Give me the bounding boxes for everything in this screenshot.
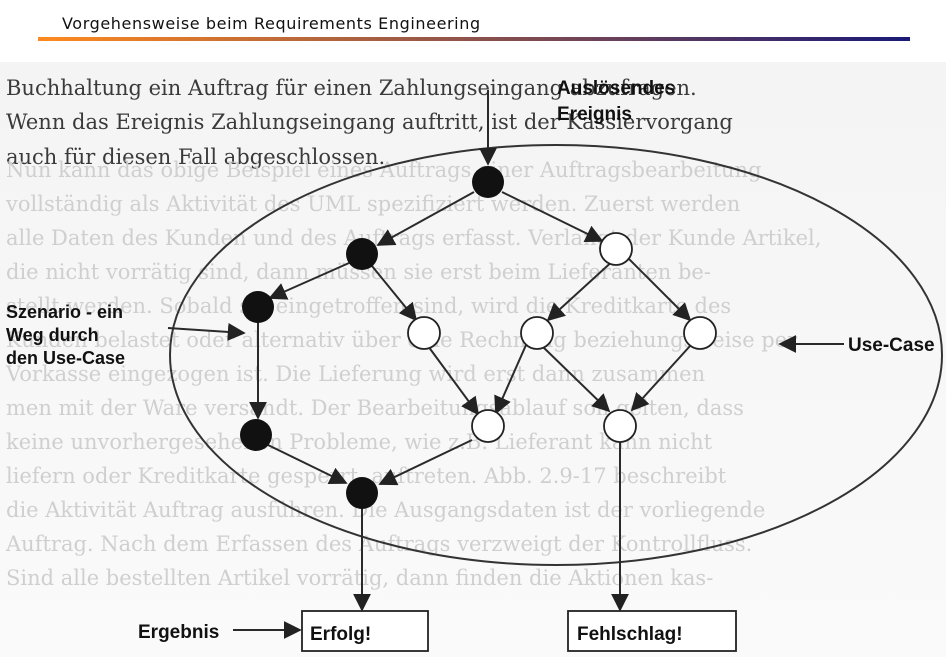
- background-text-line: Buchhaltung ein Auftrag für einen Zahlun…: [6, 76, 697, 100]
- header-gradient-bar: [38, 37, 910, 41]
- flow-arrow: [267, 444, 348, 484]
- scenario-step-node: [240, 419, 272, 451]
- alternative-step-node: [599, 232, 633, 266]
- faded-text-line: vollständig als Aktivität des UML spezif…: [6, 192, 741, 216]
- flow-arrow: [546, 257, 617, 322]
- faded-text-line: alle Daten des Kunden und des Auftrags e…: [6, 226, 822, 250]
- faded-text-line: Vorkasse eingezogen ist. Die Lieferung w…: [6, 362, 706, 386]
- scenario-label: Szenario - ein: [6, 302, 123, 322]
- result-label: Ergebnis: [138, 622, 219, 643]
- page-title: Vorgehensweise beim Requirements Enginee…: [62, 14, 481, 33]
- background-text-line: Wenn das Ereignis Zahlungseingang auftri…: [6, 110, 733, 134]
- scenario-label: Weg durch: [6, 325, 99, 345]
- flow-arrow: [376, 191, 475, 246]
- alternative-step-node: [407, 316, 441, 350]
- flow-arrow: [378, 439, 473, 486]
- success-label: Erfolg!: [310, 624, 371, 645]
- flow-arrow: [427, 345, 480, 416]
- faded-text-line: stellt werden. Sobald sie eingetroffen s…: [6, 294, 732, 318]
- failure-box: [567, 610, 737, 652]
- faded-text-line: Sind alle bestellten Artikel vorrätig, d…: [6, 566, 714, 590]
- alternative-step-node: [471, 409, 505, 443]
- faded-text-line: Nun kann das obige Beispiel eines Auftra…: [6, 158, 762, 182]
- flow-arrow: [630, 345, 691, 412]
- faded-text-line: Kunden belastet oder alternativ über ein…: [6, 328, 798, 352]
- trigger-label: Auslösendes: [557, 78, 675, 99]
- use-case-label: Use-Case: [848, 335, 935, 356]
- scenario-label: den Use-Case: [6, 348, 125, 368]
- scenario-step-node: [346, 477, 378, 509]
- success-box: [301, 610, 429, 652]
- failure-label: Fehlschlag!: [577, 624, 683, 645]
- alternative-step-node: [683, 316, 717, 350]
- background-text-line: auch für diesen Fall abgeschlossen.: [6, 145, 386, 169]
- flow-arrow: [494, 344, 527, 415]
- flow-arrow: [268, 262, 350, 300]
- flow-arrow: [371, 265, 418, 322]
- scenario-step-node: [242, 291, 274, 323]
- trigger-label: Ereignis: [557, 104, 632, 125]
- scenario-step-node: [346, 238, 378, 270]
- flow-arrow: [541, 345, 611, 413]
- use-case-boundary-ellipse: [169, 144, 943, 566]
- scenario-pointer-arrow: [167, 322, 246, 341]
- alternative-step-node: [520, 316, 554, 350]
- faded-text-line: Auftrag. Nach dem Erfassen des Auftrags …: [6, 532, 753, 556]
- scanned-book-page: Buchhaltung ein Auftrag für einen Zahlun…: [0, 62, 946, 657]
- flow-arrow: [625, 255, 692, 322]
- alternative-step-node: [603, 409, 637, 443]
- flow-arrow: [501, 191, 604, 242]
- scenario-step-node: [472, 166, 504, 198]
- faded-text-line: die Aktivität Auftrag ausführen. Die Aus…: [6, 498, 766, 522]
- faded-text-line: keine unvorhergesehenen Probleme, wie z.…: [6, 430, 713, 454]
